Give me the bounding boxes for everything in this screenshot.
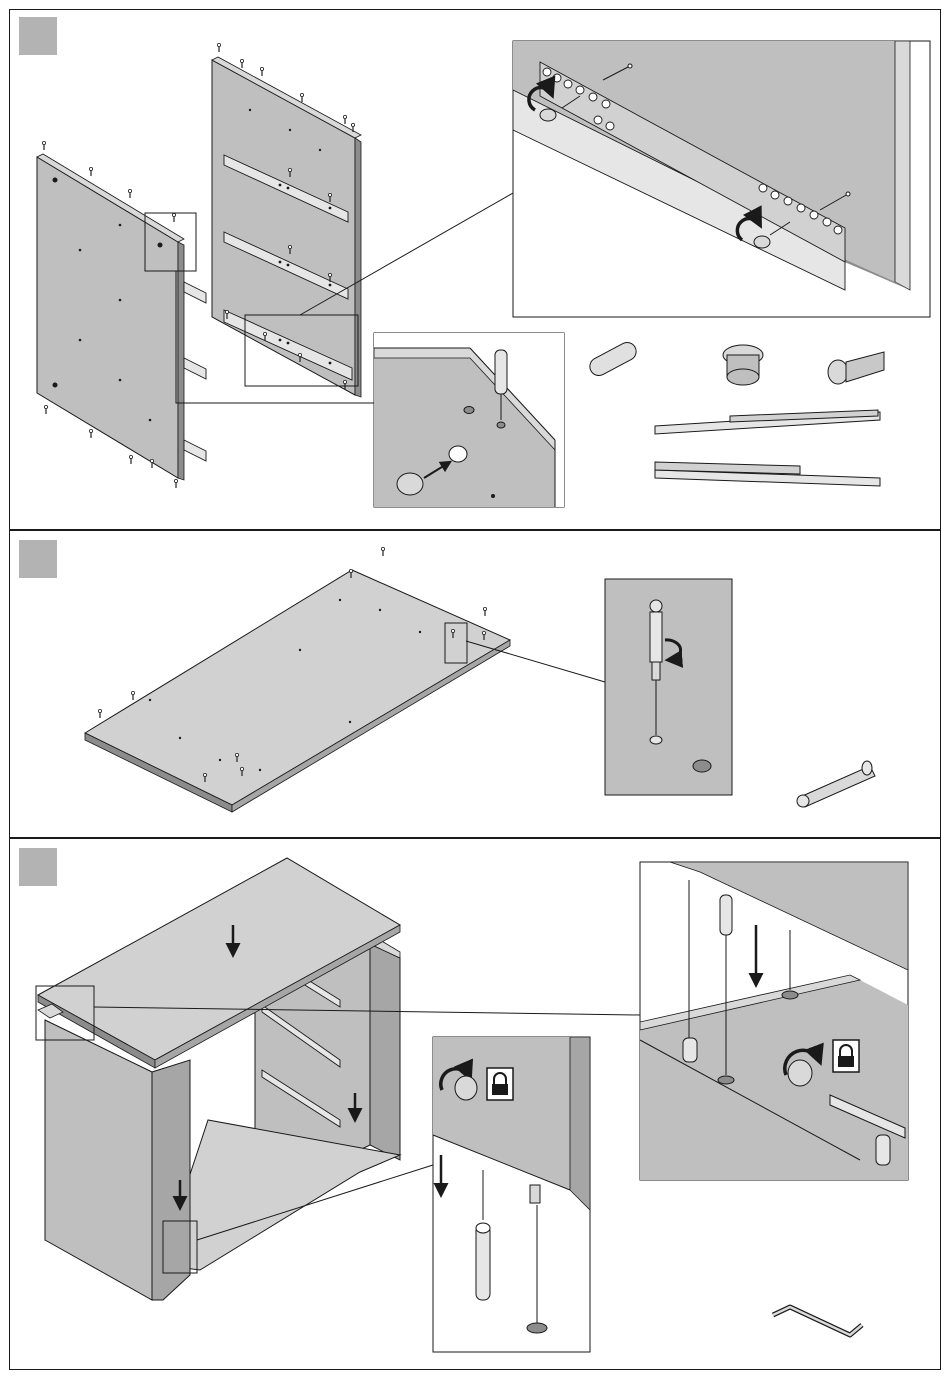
top-joint-detail xyxy=(640,862,908,1180)
side-joint-detail xyxy=(433,1037,590,1352)
dowel-icon xyxy=(495,350,507,394)
step-2-frame xyxy=(10,531,941,838)
screw-icon xyxy=(540,109,556,121)
cam-lock-icon xyxy=(723,345,763,385)
step-1-illustration xyxy=(37,41,930,507)
step-2-marker xyxy=(19,540,57,578)
cam-lock-detail xyxy=(374,333,564,507)
cam-bolt-icon xyxy=(797,761,875,807)
cam-bolt-screw-detail xyxy=(605,579,732,795)
runner-screw-detail xyxy=(513,41,930,317)
side-panel-right xyxy=(212,57,361,397)
screw-icon xyxy=(754,236,770,248)
step-2-illustration xyxy=(85,547,875,812)
dowel-icon xyxy=(587,339,640,378)
drawer-runner-pair-icon xyxy=(655,410,880,486)
side-panel-left xyxy=(37,154,184,480)
step-3-marker xyxy=(19,848,57,886)
step-3-illustration xyxy=(36,858,908,1352)
parts-legend-step-1 xyxy=(587,339,884,486)
step-1-marker xyxy=(19,17,57,55)
cam-lock-icon xyxy=(397,473,423,495)
screw-icon xyxy=(828,352,884,384)
base-panel xyxy=(85,570,510,812)
